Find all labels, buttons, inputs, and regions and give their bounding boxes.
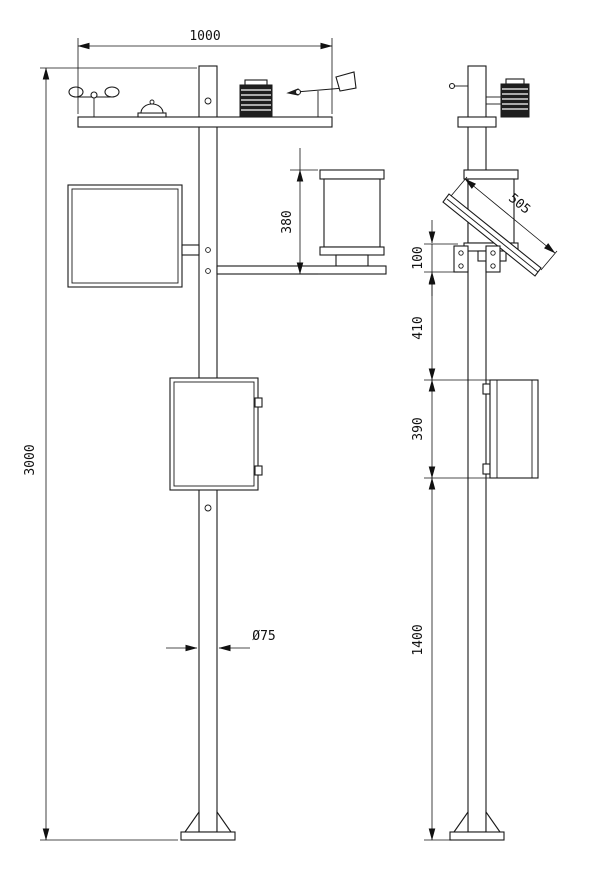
dim-mount-bracket: 100 [411, 220, 458, 296]
anemometer-icon [68, 86, 120, 117]
base-front [180, 810, 236, 841]
dim-pole-height: 3000 [23, 67, 197, 841]
dim-label-1400: 1400 [411, 624, 426, 655]
control-box-front [169, 377, 263, 491]
dim-bracket-to-box: 410 [411, 271, 490, 381]
dim-box-to-base: 1400 [411, 477, 452, 841]
dim-label-380: 380 [280, 210, 295, 233]
crossarm-end [448, 82, 497, 128]
dim-crossarm-span: 1000 [77, 29, 333, 114]
dim-label-390: 390 [411, 417, 426, 440]
radiation-shield-front-icon [239, 79, 273, 118]
wind-vane-icon [286, 71, 357, 117]
pyranometer-icon [137, 99, 167, 118]
crossarm [77, 116, 333, 128]
gauge-arm [216, 265, 387, 275]
dim-pole-diameter: Ø75 [166, 629, 276, 652]
rain-gauge-front [319, 169, 385, 267]
dim-label-3000: 3000 [23, 444, 38, 475]
dim-label-d75: Ø75 [252, 629, 275, 644]
control-box-side [482, 379, 539, 479]
dim-label-410: 410 [411, 316, 426, 339]
front-view [67, 65, 387, 841]
radiation-shield-side-icon [486, 78, 530, 118]
solar-panel-front [67, 184, 211, 288]
dim-label-100: 100 [411, 246, 426, 269]
base-side [449, 810, 505, 841]
dim-label-1000: 1000 [189, 29, 220, 44]
side-view [442, 65, 542, 841]
dimensions: 1000 3000 380 Ø75 505 [23, 29, 558, 841]
dim-rain-gauge-drop: 380 [280, 148, 318, 275]
